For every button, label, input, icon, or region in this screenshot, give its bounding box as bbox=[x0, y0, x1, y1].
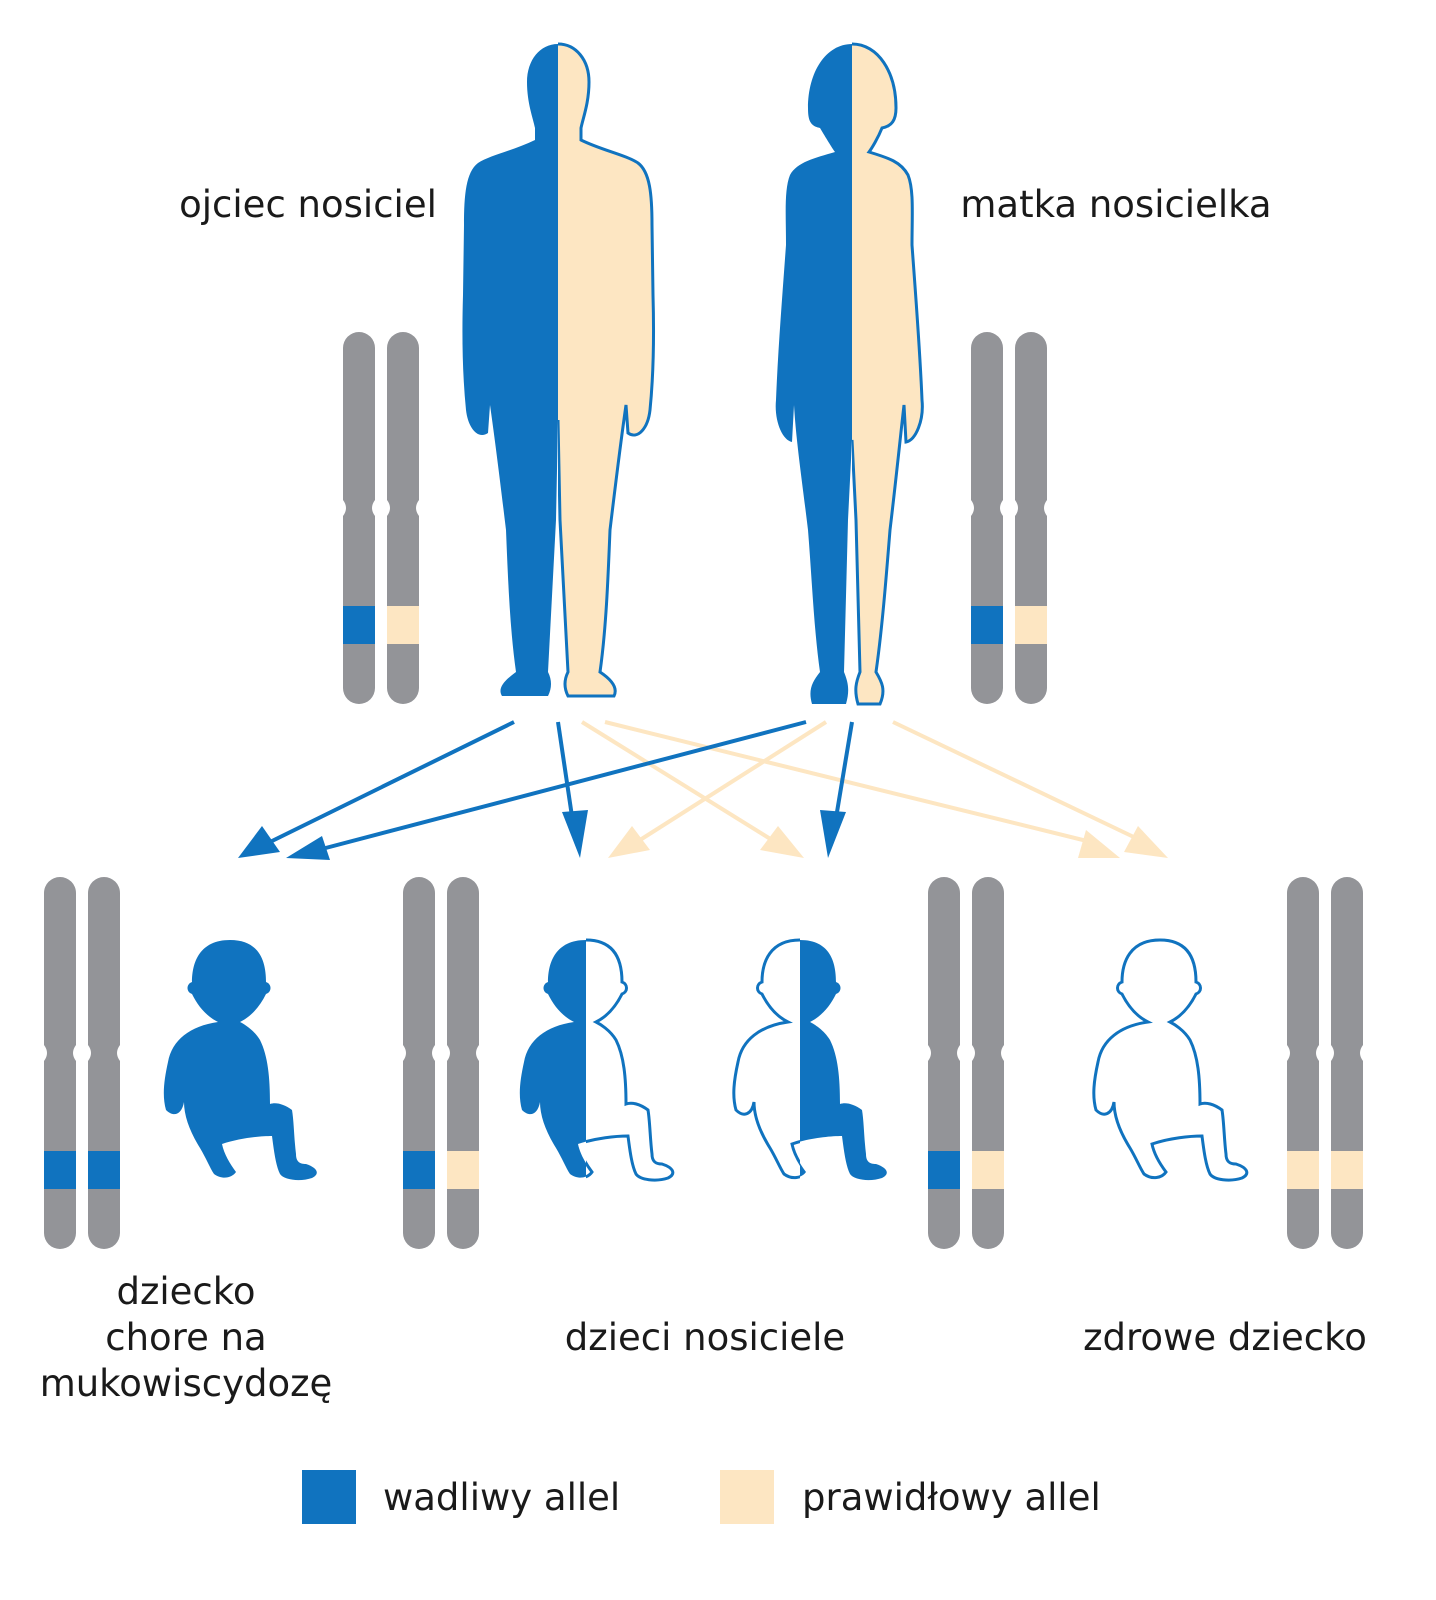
father-figure bbox=[462, 42, 656, 698]
mother-chromosomes bbox=[971, 332, 1047, 704]
carrier-child-1-figure bbox=[519, 938, 675, 1182]
mother-label: matka nosicielka bbox=[960, 183, 1271, 226]
healthy-child-label: zdrowe dziecko bbox=[1083, 1316, 1367, 1359]
healthy-child-chromosomes bbox=[1287, 877, 1363, 1249]
arrow-head bbox=[1078, 830, 1120, 858]
allele-band bbox=[1287, 1151, 1319, 1189]
allele-band bbox=[971, 606, 1003, 644]
sick-child-label-line2: chore na bbox=[105, 1316, 266, 1359]
sick-child-chromosomes bbox=[44, 877, 120, 1249]
allele-band bbox=[928, 1151, 960, 1189]
allele-band bbox=[88, 1151, 120, 1189]
arrow-head bbox=[608, 826, 650, 858]
arrow-head bbox=[820, 810, 846, 858]
carrier-children-label: dzieci nosiciele bbox=[565, 1316, 845, 1359]
legend-swatch-defective bbox=[302, 1470, 356, 1524]
carrier-child-2-figure bbox=[732, 938, 887, 1182]
father-label: ojciec nosiciel bbox=[179, 183, 437, 226]
carrier-child-2-chromosomes bbox=[928, 877, 1004, 1249]
arrow-father-normal-carrier2 bbox=[580, 720, 774, 842]
sick-child-figure bbox=[163, 940, 317, 1181]
father-chromosomes bbox=[343, 332, 419, 704]
arrow-mother-defective-sick bbox=[317, 720, 807, 852]
arrow-head bbox=[760, 826, 804, 858]
mother-figure bbox=[775, 42, 924, 706]
allele-band bbox=[972, 1151, 1004, 1189]
allele-band bbox=[387, 606, 419, 644]
healthy-child-figure bbox=[1092, 938, 1249, 1182]
legend: wadliwy allel prawidłowy allel bbox=[302, 1470, 1101, 1524]
arrow-mother-normal-healthy bbox=[892, 720, 1141, 842]
arrow-father-normal-healthy bbox=[604, 720, 1096, 845]
allele-band bbox=[44, 1151, 76, 1189]
arrow-head bbox=[1124, 826, 1168, 858]
allele-band bbox=[343, 606, 375, 644]
legend-swatch-normal bbox=[720, 1470, 774, 1524]
allele-band bbox=[447, 1151, 479, 1189]
allele-band bbox=[1331, 1151, 1363, 1189]
arrow-head bbox=[286, 836, 330, 860]
arrow-head bbox=[238, 826, 280, 858]
legend-label-normal: prawidłowy allel bbox=[802, 1476, 1101, 1519]
allele-band bbox=[1015, 606, 1047, 644]
arrow-mother-normal-carrier1 bbox=[638, 720, 828, 842]
sick-child-label-line3: mukowiscydozę bbox=[40, 1362, 333, 1405]
inheritance-arrows bbox=[238, 720, 1168, 860]
allele-band bbox=[403, 1151, 435, 1189]
legend-label-defective: wadliwy allel bbox=[383, 1476, 620, 1519]
carrier-child-1-chromosomes bbox=[403, 877, 479, 1249]
arrow-head bbox=[562, 810, 588, 858]
sick-child-label-line1: dziecko bbox=[116, 1270, 255, 1313]
arrow-father-defective-sick bbox=[269, 720, 515, 844]
